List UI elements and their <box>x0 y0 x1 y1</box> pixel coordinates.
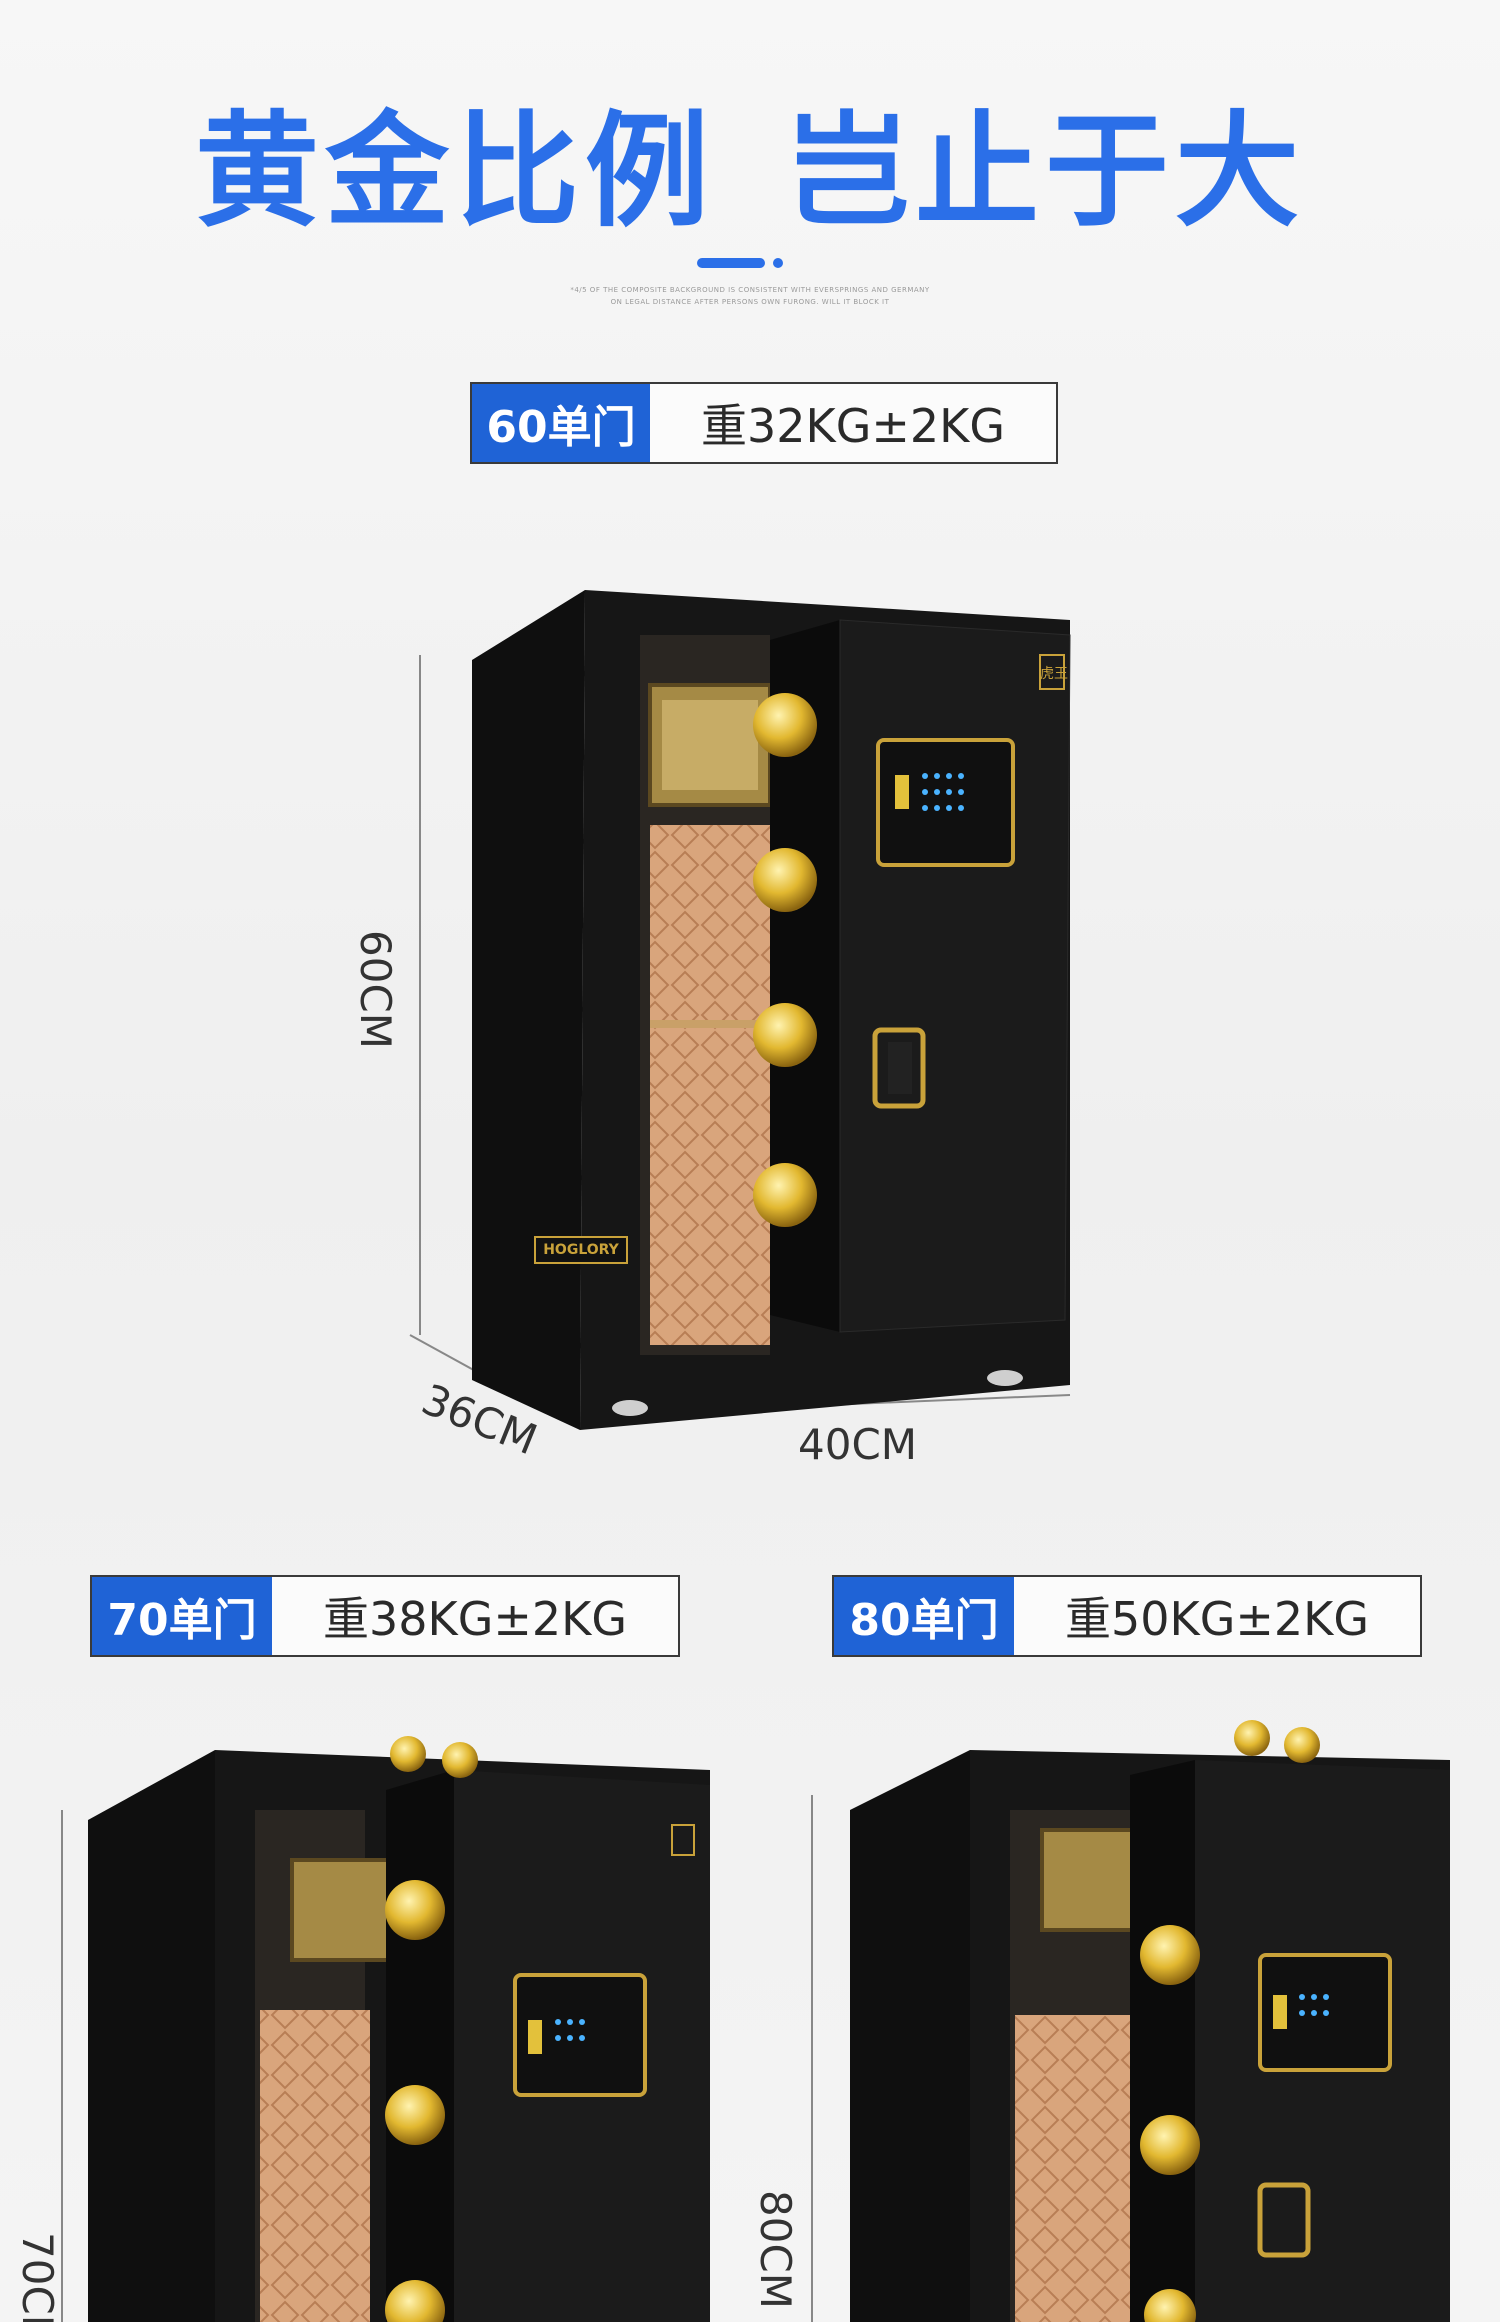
page-headline: 黄金比例岂止于大 <box>0 70 1500 250</box>
fine-print-line-1: *4/5 OF THE COMPOSITE BACKGROUND IS CONS… <box>570 286 930 294</box>
headline-right: 岂止于大 <box>785 100 1306 244</box>
door-badge: 虎王 <box>1040 666 1068 682</box>
safe-80-image <box>811 1720 1450 2322</box>
spec-tag-80: 80单门 重50KG±2KG <box>832 1575 1422 1657</box>
height-label-80: 80CM <box>751 2190 800 2310</box>
headline-left: 黄金比例 <box>194 100 715 244</box>
weight-label: 重38KG±2KG <box>323 1592 627 1646</box>
weight-label: 重50KG±2KG <box>1065 1592 1369 1646</box>
safe-60-image <box>409 590 1071 1430</box>
width-label-60: 40CM <box>798 1420 918 1469</box>
door-brand-logo: HOGLORY <box>534 1236 628 1264</box>
spec-tag-60: 60单门 重32KG±2KG <box>470 382 1058 464</box>
safe-70-image <box>61 1736 710 2322</box>
height-label-60: 60CM <box>351 930 400 1050</box>
height-label-70: 70CM <box>13 2232 62 2322</box>
model-label: 80单门 <box>834 1577 1014 1655</box>
model-label: 70单门 <box>92 1577 272 1655</box>
headline-underline <box>697 258 783 268</box>
weight-label: 重32KG±2KG <box>701 399 1005 453</box>
spec-tag-70: 70单门 重38KG±2KG <box>90 1575 680 1657</box>
fine-print-line-2: ON LEGAL DISTANCE AFTER PERSONS OWN FURO… <box>610 298 890 306</box>
model-label: 60单门 <box>472 384 650 462</box>
